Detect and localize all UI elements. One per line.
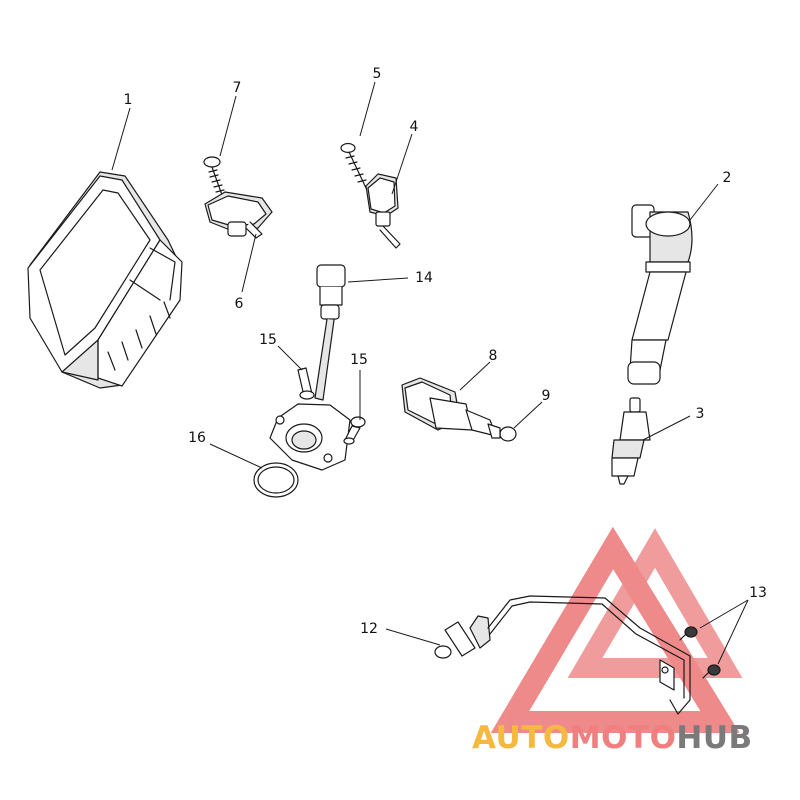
callout-15-left: 15 xyxy=(259,332,277,348)
watermark-text: AUTOMOTOHUB xyxy=(472,720,753,756)
bolt-13-a xyxy=(679,626,698,641)
callout-12: 12 xyxy=(360,621,378,637)
svg-text:AUTOMOTOHUB: AUTOMOTOHUB xyxy=(472,720,753,756)
callout-4: 4 xyxy=(410,119,419,135)
o-ring-16 xyxy=(253,462,299,498)
callout-13: 13 xyxy=(749,585,767,601)
callout-14: 14 xyxy=(415,270,433,286)
leader-15a xyxy=(277,345,303,371)
ecu-unit xyxy=(27,171,183,389)
fuel-line-12 xyxy=(434,595,691,715)
leader-16 xyxy=(209,443,263,469)
leader-2 xyxy=(689,183,719,221)
callout-2: 2 xyxy=(723,170,732,186)
callout-1: 1 xyxy=(124,92,133,108)
ignition-coil-2 xyxy=(627,204,693,385)
watermark-logo xyxy=(490,526,743,733)
watermark-triangle-inner xyxy=(567,528,743,678)
leader-lines xyxy=(111,81,749,665)
leader-14 xyxy=(347,277,409,283)
screw-7 xyxy=(203,156,225,196)
leader-13a xyxy=(699,599,749,629)
callout-6: 6 xyxy=(235,296,244,312)
sensor-14 xyxy=(269,264,351,471)
watermark-hub: HUB xyxy=(676,720,752,756)
bolt-13-b xyxy=(702,664,721,679)
bolt-15-right xyxy=(343,416,366,445)
leader-3 xyxy=(642,415,691,441)
leader-12 xyxy=(385,628,441,646)
sensor-8 xyxy=(401,377,501,439)
o-ring-9 xyxy=(499,426,517,442)
watermark-moto: MOTO xyxy=(570,720,677,756)
leader-9 xyxy=(513,401,543,429)
watermark-auto: AUTO xyxy=(472,720,570,756)
leader-5 xyxy=(359,81,376,137)
leader-13b xyxy=(717,599,749,665)
leader-7 xyxy=(219,95,237,157)
callout-5: 5 xyxy=(373,66,382,82)
spark-plug-3 xyxy=(611,397,651,485)
callout-8: 8 xyxy=(489,348,498,364)
callout-15-right: 15 xyxy=(350,352,368,368)
leader-1 xyxy=(111,107,131,171)
callout-16: 16 xyxy=(188,430,206,446)
leader-8 xyxy=(459,361,491,391)
callout-labels: 1 2 3 4 5 6 7 8 9 12 13 14 15 15 16 xyxy=(124,66,767,637)
sensor-6 xyxy=(204,191,273,239)
callout-7: 7 xyxy=(233,80,242,96)
screw-5 xyxy=(340,142,367,189)
watermark-triangle-outer xyxy=(490,526,740,733)
callout-3: 3 xyxy=(696,406,705,422)
leader-4 xyxy=(391,133,413,195)
sensor-4 xyxy=(365,173,401,249)
callout-9: 9 xyxy=(542,388,551,404)
bolt-15-left xyxy=(297,367,315,400)
leader-6 xyxy=(241,233,257,293)
